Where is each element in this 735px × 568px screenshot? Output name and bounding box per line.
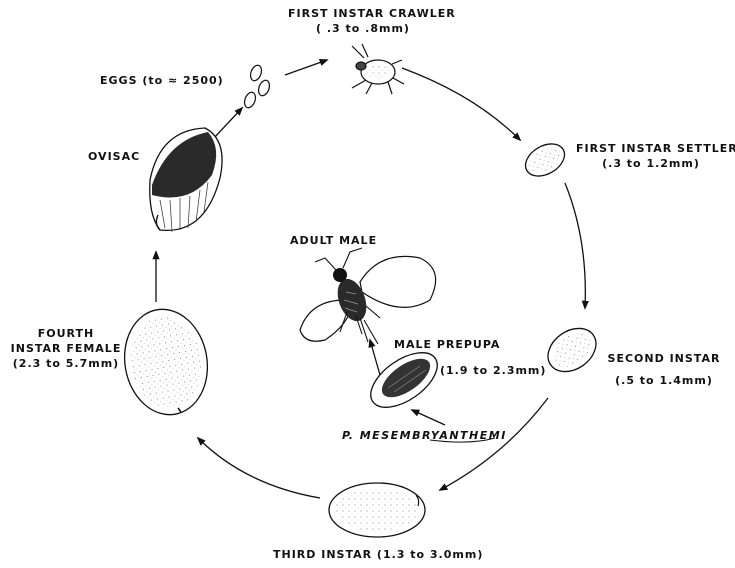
arrow-ovisac-to-eggs — [214, 108, 242, 138]
label-first-instar-crawler-title: FIRST INSTAR CRAWLER — [288, 6, 438, 21]
arrow-prepupa-to-adult — [370, 340, 380, 375]
label-fourth-instar-female-line1: FOURTH — [2, 326, 130, 341]
label-adult-male: ADULT MALE — [290, 233, 377, 248]
arrow-eggs-to-crawler — [285, 60, 327, 75]
eggs-icon — [243, 64, 272, 109]
label-male-prepupa-title: MALE PREPUPA — [394, 337, 500, 352]
label-eggs: EGGS (to ≈ 2500) — [100, 73, 224, 88]
crawler-icon — [352, 44, 404, 94]
label-male-prepupa-size: (1.9 to 2.3mm) — [440, 363, 546, 378]
label-first-instar-settler: FIRST INSTAR SETTLER (.3 to 1.2mm) — [576, 141, 726, 171]
label-species: P. MESEMBRYANTHEMI — [342, 428, 507, 443]
arrow-species-to-prepupa — [412, 410, 445, 425]
label-first-instar-settler-size: (.3 to 1.2mm) — [576, 156, 726, 171]
third-instar-icon — [329, 483, 425, 537]
arrow-settler-to-second — [565, 183, 585, 308]
arrow-third-to-fourth — [198, 438, 320, 498]
label-first-instar-crawler: FIRST INSTAR CRAWLER ( .3 to .8mm) — [288, 6, 438, 36]
second-instar-icon — [540, 320, 604, 381]
label-third-instar: THIRD INSTAR (1.3 to 3.0mm) — [273, 547, 483, 562]
label-ovisac: OVISAC — [88, 149, 140, 164]
adult-male-icon — [300, 248, 436, 344]
label-second-instar-title: SECOND INSTAR — [600, 351, 728, 366]
label-fourth-instar-female-line2: INSTAR FEMALE — [2, 341, 130, 356]
label-fourth-instar-female-size: (2.3 to 5.7mm) — [2, 356, 130, 371]
arrow-second-to-third — [440, 398, 548, 490]
label-first-instar-settler-title: FIRST INSTAR SETTLER — [576, 141, 726, 156]
arrow-crawler-to-settler — [402, 68, 520, 140]
ovisac-icon — [150, 128, 222, 232]
settler-icon — [520, 137, 570, 182]
fourth-instar-icon — [116, 303, 215, 422]
label-fourth-instar-female: FOURTH INSTAR FEMALE (2.3 to 5.7mm) — [2, 326, 130, 371]
label-first-instar-crawler-size: ( .3 to .8mm) — [288, 21, 438, 36]
label-second-instar: SECOND INSTAR (.5 to 1.4mm) — [600, 351, 728, 388]
label-second-instar-size: (.5 to 1.4mm) — [600, 373, 728, 388]
